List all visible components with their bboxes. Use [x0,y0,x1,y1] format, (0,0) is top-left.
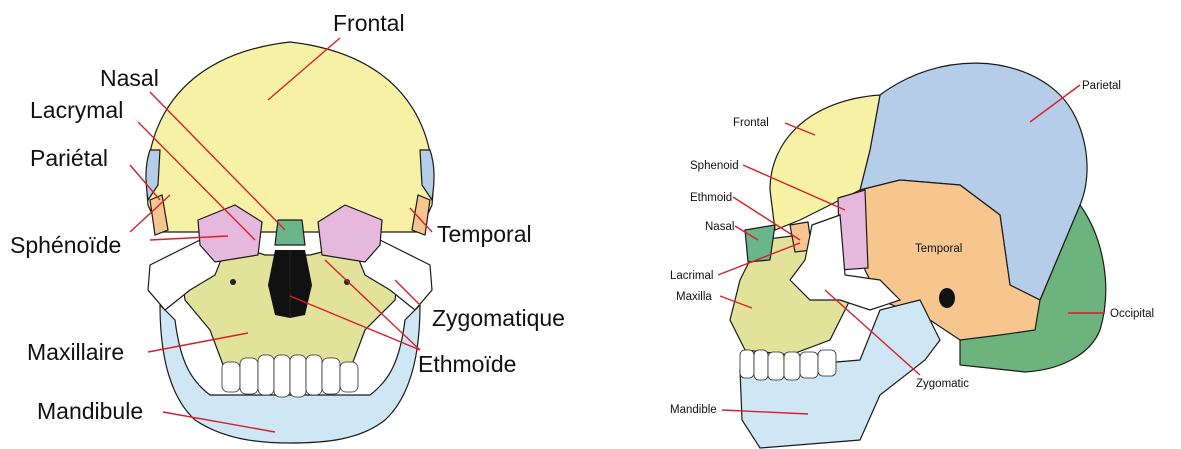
label-mandibule: Mandibule [37,398,143,424]
front-frontal-bone [147,42,433,232]
label-temporal: Temporal [437,221,532,247]
label-side-mandible: Mandible [670,404,717,416]
label-side-frontal: Frontal [733,117,769,129]
label-side-sphenoid: Sphenoid [690,160,739,172]
label-nasal: Nasal [100,65,159,91]
label-lacrymal: Lacrymal [30,97,123,123]
side-nasal-bone [745,225,775,262]
label-side-lacrimal: Lacrimal [670,270,713,282]
label-ethmoide: Ethmoïde [418,351,516,377]
label-frontal: Frontal [333,10,405,36]
label-sphenoide: Sphénoïde [10,232,121,258]
label-maxillaire: Maxillaire [27,339,124,365]
label-side-temporal: Temporal [915,243,962,255]
label-side-ethmoid: Ethmoid [690,192,732,204]
label-side-occipital: Occipital [1110,308,1154,320]
front-teeth [222,355,358,397]
label-side-parietal: Parietal [1082,80,1121,92]
label-side-maxilla: Maxilla [676,291,712,303]
label-zygomatique: Zygomatique [432,305,565,331]
side-skull [730,63,1106,448]
label-side-zygomatic: Zygomatic [916,378,969,390]
front-skull [146,42,434,443]
side-teeth [740,350,836,380]
label-side-nasal: Nasal [705,221,734,233]
label-parietal: Pariétal [30,145,108,171]
